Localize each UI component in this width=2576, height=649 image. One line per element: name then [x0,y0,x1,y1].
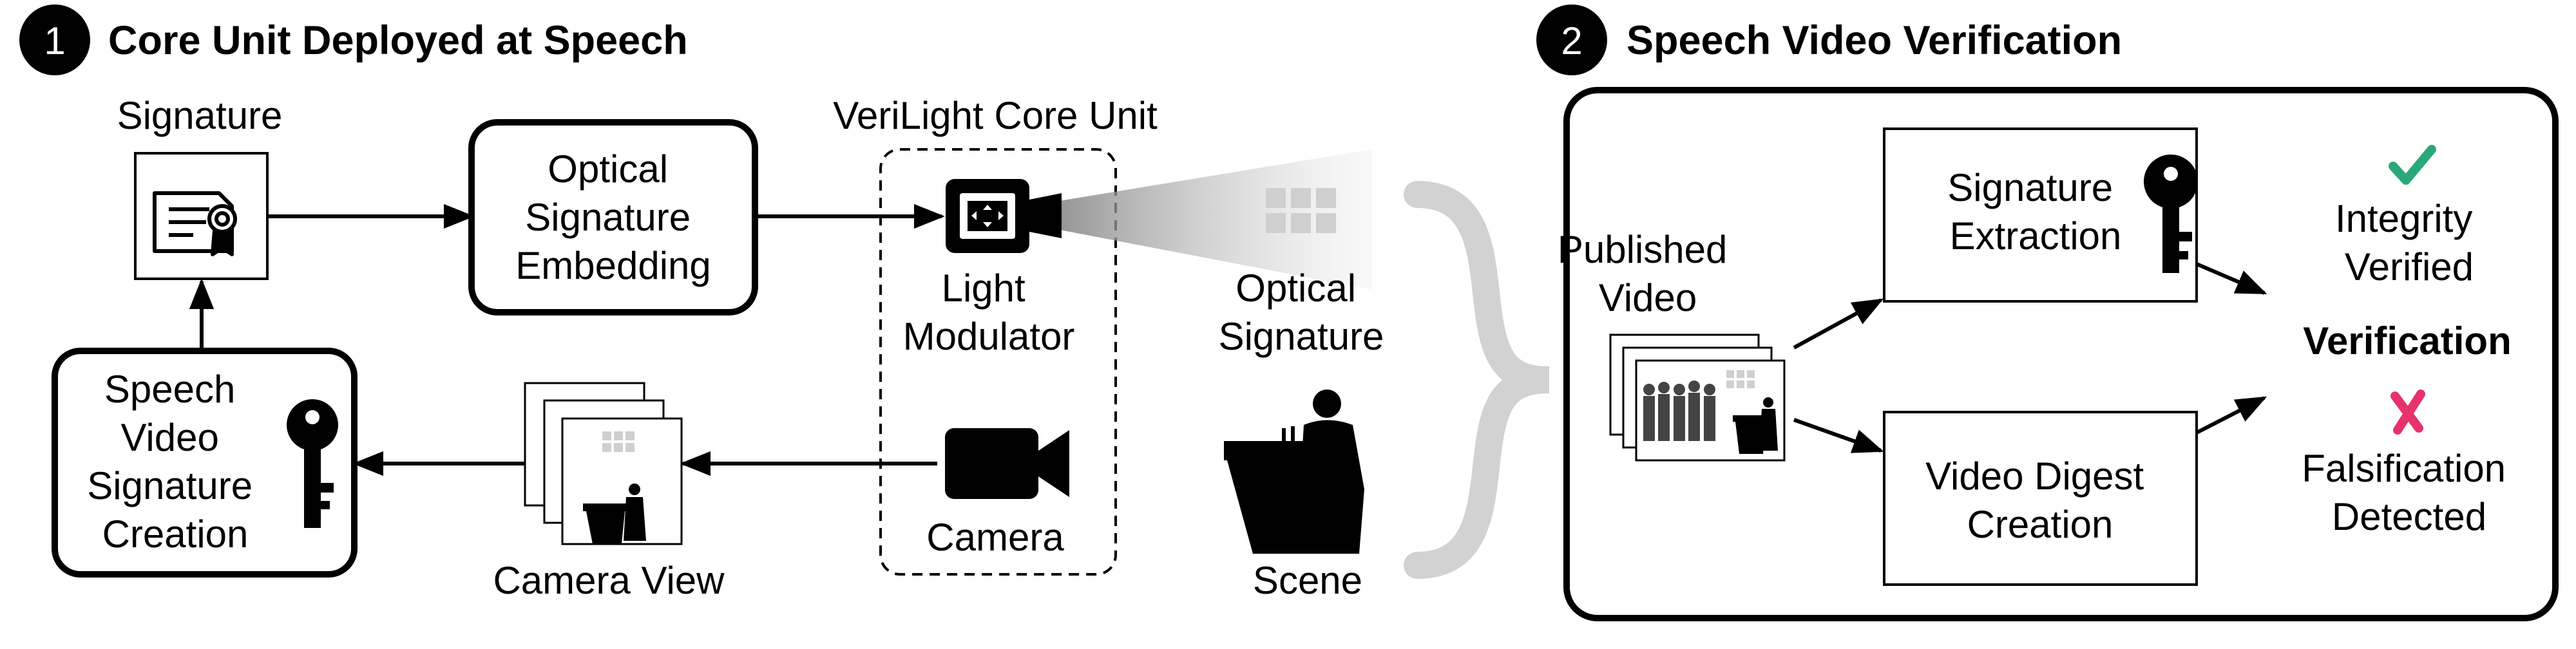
camera-icon [945,428,1069,499]
camera-view-frames [524,382,683,545]
section2-header: 2 Speech Video Verification [1536,5,2122,75]
key-icon [287,399,338,528]
section2-number-badge [1536,5,1607,75]
light-modulator-icon [946,179,1062,253]
embedding-label: Optical Signature Embedding [515,147,711,287]
optical-signature-grid-icon [1266,188,1336,233]
camera-label: Camera [926,516,1064,559]
modulator-label: Light Modulator [903,267,1075,358]
section1-number: 1 [44,19,65,62]
camera-view-label: Camera View [493,559,725,602]
core-unit-label: VeriLight Core Unit [833,94,1158,137]
light-beam [1060,149,1372,290]
section1-number-badge [19,5,90,75]
published-video-crowd-icon [1643,381,1715,441]
section2-number: 2 [1561,19,1582,62]
key-icon-extraction [2144,155,2198,273]
verification-panel [1563,87,2559,621]
scene-speaker-icon [1224,390,1364,554]
arrow-extraction-to-verification [2195,262,2267,295]
section2-title: Speech Video Verification [1627,18,2122,63]
integrity-label: Integrity Verified [2335,197,2483,288]
falsification-label: Falsification Detected [2302,447,2516,538]
cross-icon [2390,390,2425,435]
published-video-frames [1609,334,1786,462]
extraction-label: Signature Extraction [1947,166,2124,258]
digest-label: Video Digest Creation [1925,455,2155,546]
published-video-speaker-icon [1733,397,1778,454]
camera-view-speaker-icon [583,484,646,544]
signature-label: Signature [117,94,283,137]
grouping-brace [1404,181,1550,579]
section1-title: Core Unit Deployed at Speech [108,18,688,63]
check-icon [2389,145,2436,185]
verification-label: Verification [2303,319,2511,362]
scene-label: Scene [1253,559,1362,602]
embedding-box: Optical Signature Embedding [468,119,758,315]
camera-view-grid-icon [602,431,634,452]
digest-box: Video Digest Creation [1883,411,2198,586]
certificate-icon [153,191,237,256]
certificate-icon-box [134,152,269,280]
creation-box: Speech Video Signature Creation [52,348,358,578]
arrow-video-to-extraction [1793,298,1884,350]
published-video-label: Published Video [1558,228,1738,319]
optical-signature-label: Optical Signature [1219,267,1384,358]
core-unit-dashed-box [879,148,1117,576]
extraction-box: Signature Extraction [1883,127,2198,303]
section1-header: 1 Core Unit Deployed at Speech [19,5,688,75]
arrow-video-to-digest [1793,418,1884,453]
published-video-grid-icon [1726,370,1755,388]
creation-label: Speech Video Signature Creation [87,368,263,556]
arrow-digest-to-verification [2195,396,2267,435]
